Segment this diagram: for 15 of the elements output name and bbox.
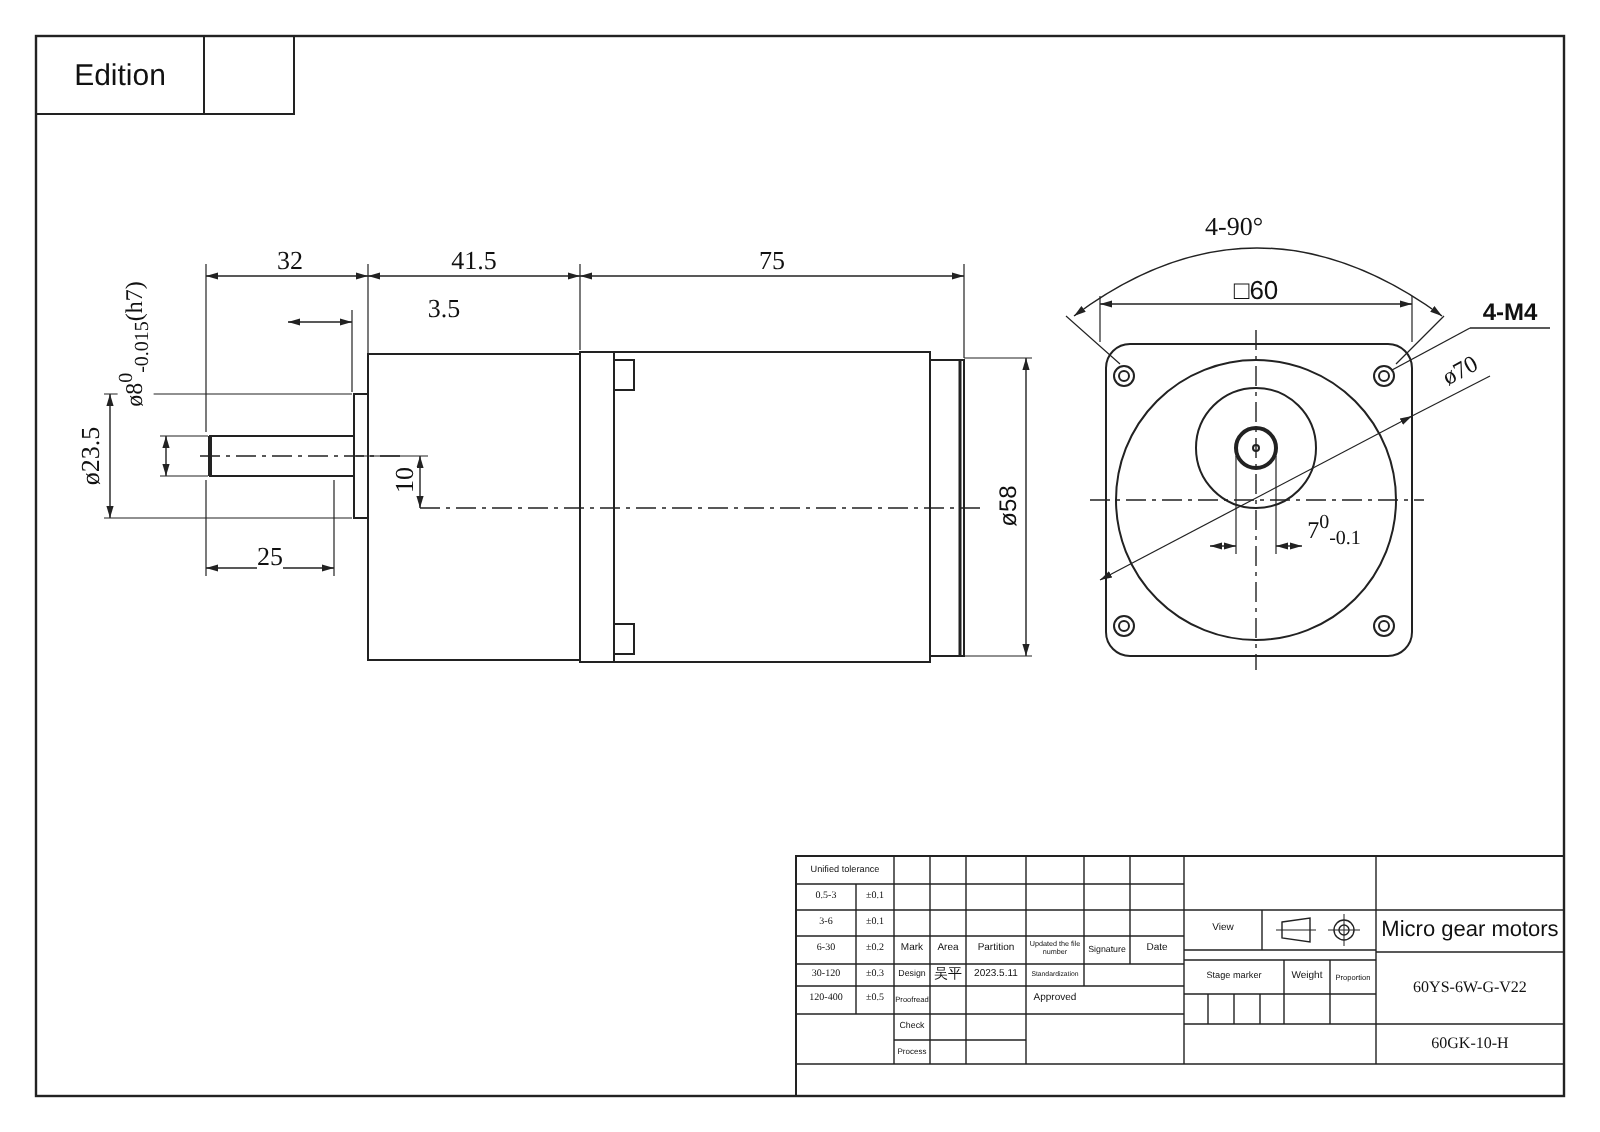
product-title: Micro gear motors <box>1381 919 1559 943</box>
dimension-value: 4-90° <box>1204 213 1264 239</box>
dimension-value: 75 <box>759 247 785 273</box>
thread-callout: 4-M4 <box>1482 300 1538 324</box>
dimension-value: 3.5 <box>427 295 461 321</box>
edition-label: Edition <box>74 61 166 91</box>
dimension-value: 10 <box>391 467 417 493</box>
model-number: 60YS-6W-G-V22 <box>1413 979 1527 997</box>
dimension-value: ø58 <box>996 485 1020 527</box>
dimension-value: 41.5 <box>451 247 497 273</box>
model-number: 60GK-10-H <box>1431 1035 1509 1053</box>
dimension-value: 25 <box>257 543 283 569</box>
dimension-value: ø23.5 <box>77 426 103 486</box>
dimension-value: □60 <box>1233 277 1279 303</box>
dimension-value: 32 <box>277 247 303 273</box>
